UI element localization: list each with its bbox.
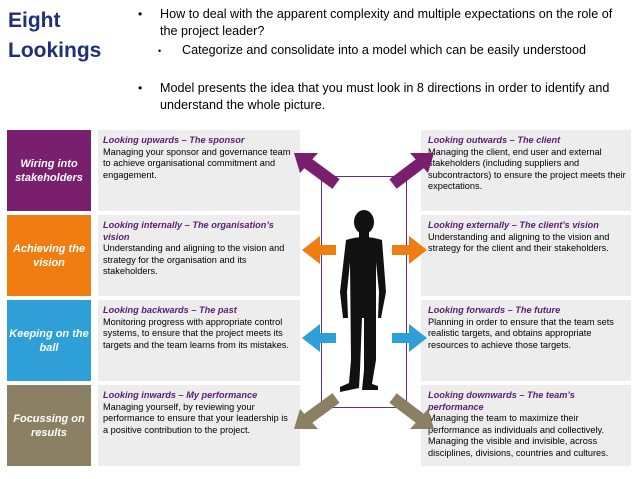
bullet-icon: • bbox=[158, 46, 162, 56]
right-box-outwards: Looking outwards – The client Managing t… bbox=[421, 130, 631, 211]
right-box-externally: Looking externally – The client’s vision… bbox=[421, 215, 631, 296]
arrow-up-left bbox=[294, 153, 340, 189]
box-text: Managing the team to maximize their perf… bbox=[428, 413, 609, 458]
right-box-downwards: Looking downwards – The team’s performan… bbox=[421, 385, 631, 466]
sub-bullet-item: • Categorize and consolidate into a mode… bbox=[158, 42, 620, 59]
category-label-ball: Keeping on the ball bbox=[7, 300, 91, 381]
box-heading: Looking outwards – The client bbox=[428, 135, 561, 145]
bullet-icon: • bbox=[138, 81, 143, 95]
left-box-internally: Looking internally – The organisation’s … bbox=[98, 215, 300, 296]
category-label-results: Focussing on results bbox=[7, 385, 91, 466]
bullet-icon: • bbox=[138, 7, 143, 21]
box-heading: Looking upwards – The sponsor bbox=[103, 135, 245, 145]
arrow-right-orange bbox=[392, 236, 427, 264]
box-text: Understanding and aligning to the vision… bbox=[103, 243, 285, 276]
arrow-down-right bbox=[389, 393, 434, 429]
box-text: Monitoring progress with appropriate con… bbox=[103, 316, 289, 350]
category-label-vision: Achieving the vision bbox=[7, 215, 91, 296]
page-title: Eight Lookings bbox=[8, 9, 102, 62]
arrow-right-blue bbox=[392, 324, 427, 352]
left-box-upwards: Looking upwards – The sponsor Managing y… bbox=[98, 130, 300, 211]
left-box-backwards: Looking backwards – The past Monitoring … bbox=[98, 300, 300, 381]
figure-frame bbox=[321, 176, 407, 408]
box-text: Planning in order to ensure that the tea… bbox=[428, 316, 614, 350]
bullet-item: • Model presents the idea that you must … bbox=[138, 80, 630, 114]
bullet-text: Categorize and consolidate into a model … bbox=[182, 43, 586, 57]
box-heading: Looking inwards – My performance bbox=[103, 390, 258, 400]
bullet-text: Model presents the idea that you must lo… bbox=[160, 81, 610, 112]
box-text: Managing yourself, by reviewing your per… bbox=[103, 401, 288, 435]
box-text: Understanding and aligning to the vision… bbox=[428, 231, 610, 254]
box-text: Managing the client, end user and extern… bbox=[428, 146, 626, 192]
left-box-inwards: Looking inwards – My performance Managin… bbox=[98, 385, 300, 466]
bullet-item: • How to deal with the apparent complexi… bbox=[138, 6, 630, 40]
category-label-wiring: Wiring into stakeholders bbox=[7, 130, 91, 211]
box-heading: Looking downwards – The team’s performan… bbox=[428, 390, 575, 412]
box-heading: Looking externally – The client’s vision bbox=[428, 220, 599, 230]
arrow-left-blue bbox=[302, 324, 336, 352]
box-text: Managing your sponsor and governance tea… bbox=[103, 146, 291, 180]
arrow-down-left bbox=[294, 393, 340, 429]
arrow-up-right bbox=[389, 153, 434, 189]
right-box-forwards: Looking forwards – The future Planning i… bbox=[421, 300, 631, 381]
businessman-silhouette-icon bbox=[340, 210, 386, 392]
bullet-text: How to deal with the apparent complexity… bbox=[160, 7, 613, 38]
box-heading: Looking forwards – The future bbox=[428, 305, 561, 315]
box-heading: Looking backwards – The past bbox=[103, 305, 237, 315]
box-heading: Looking internally – The organisation’s … bbox=[103, 220, 274, 242]
arrow-left-orange bbox=[302, 236, 336, 264]
